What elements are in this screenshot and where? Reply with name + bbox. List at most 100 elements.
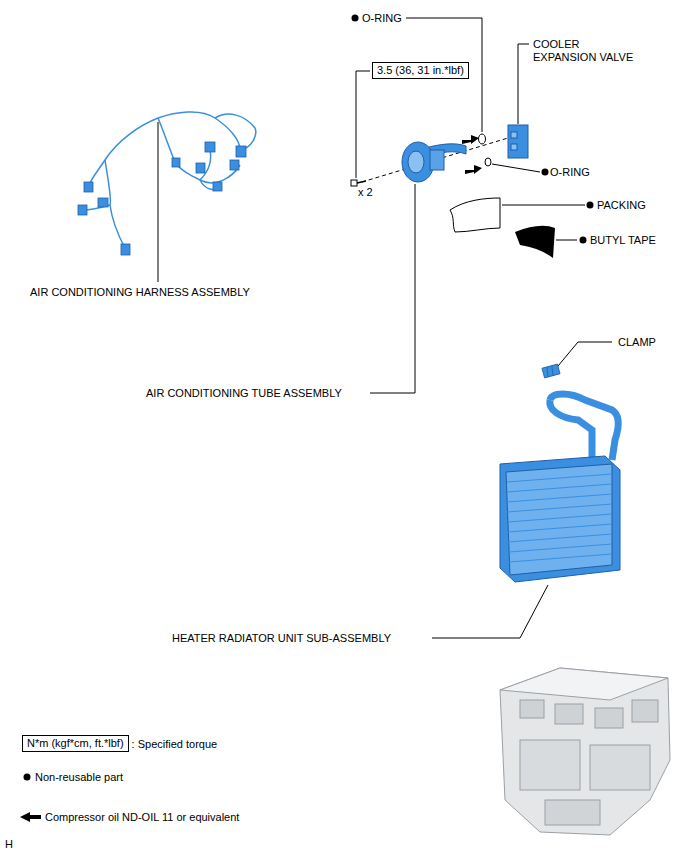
bolt-head: [351, 180, 357, 186]
hvac-unit: [500, 668, 670, 835]
valve-body: [508, 125, 528, 158]
radiator-fins: [507, 474, 612, 562]
clamp-body: [542, 364, 560, 378]
unit-top: [500, 668, 668, 700]
harness-wire: [158, 112, 240, 150]
harness-wire: [88, 118, 158, 188]
valve-port: [511, 132, 517, 138]
leader-lines: [158, 18, 612, 638]
connector: [84, 182, 93, 192]
packing-shape: [450, 198, 500, 232]
connector: [78, 205, 87, 215]
radiator-pipe: [550, 400, 592, 460]
unit-panel: [545, 800, 600, 825]
fin: [507, 494, 612, 502]
part-label: AIR CONDITIONING TUBE ASSEMBLY: [146, 387, 342, 400]
non-reusable-dot: [580, 237, 587, 244]
harness-connectors: [78, 142, 246, 255]
unit-vent: [520, 700, 544, 718]
leader-line: [356, 71, 370, 178]
radiator-core: [500, 456, 620, 582]
leader-line: [558, 342, 612, 366]
box-text: 3.5 (36, 31 in.*lbf): [377, 64, 464, 77]
legend-dot-sample: [24, 774, 31, 781]
clamp-rib: [547, 367, 548, 377]
non-reusable-dot: [352, 15, 359, 22]
heater-radiator: [500, 394, 620, 582]
connector: [230, 160, 239, 170]
part-label: O-RING: [362, 12, 402, 25]
connector: [172, 158, 180, 167]
butyl-tape-shape: [515, 226, 555, 258]
non-reusable-dot: [587, 202, 594, 209]
tube-flange: [402, 142, 434, 182]
part-label: H: [5, 838, 13, 851]
o-ring: [485, 158, 491, 166]
bolt: [351, 180, 366, 186]
fin: [508, 514, 612, 522]
connector: [236, 146, 246, 157]
legend-arrow-sample: [20, 812, 41, 822]
connector: [205, 142, 215, 152]
tube-block: [430, 150, 444, 170]
unit-vent: [595, 708, 623, 728]
legend-text: Compressor oil ND-OIL 11 or equivalent: [45, 811, 239, 824]
part-label: CLAMP: [618, 336, 656, 349]
fin: [509, 554, 612, 562]
clamp: [542, 364, 560, 378]
radiator-pipe: [550, 394, 618, 460]
o-ring: [479, 134, 486, 144]
part-label: BUTYL TAPE: [590, 234, 656, 247]
bolt-shank: [357, 181, 366, 183]
fin: [509, 544, 612, 552]
unit-vent: [632, 700, 658, 722]
harness-drawing: [82, 112, 256, 248]
harness-wire: [158, 118, 200, 180]
clamp-rib: [552, 366, 553, 376]
fin: [507, 504, 612, 512]
leader-line: [502, 205, 585, 206]
leader-line: [556, 240, 577, 241]
part-label: HEATER RADIATOR UNIT SUB-ASSEMBLY: [172, 632, 391, 645]
harness-wire: [215, 114, 256, 150]
valve-port: [511, 144, 517, 150]
spec-box: 3.5 (36, 31 in.*lbf): [372, 62, 469, 79]
part-label: x 2: [358, 186, 373, 199]
unit-panel: [590, 745, 650, 790]
leader-line: [518, 44, 529, 124]
fin: [507, 484, 612, 492]
connector: [121, 244, 130, 255]
leader-line: [158, 122, 159, 282]
unit-body: [500, 668, 670, 835]
legend-text: : Specified torque: [132, 738, 218, 751]
oil-arrow: [465, 165, 482, 174]
fin: [508, 524, 612, 532]
legend-text: Non-reusable part: [35, 771, 123, 784]
tube-assembly: [402, 142, 466, 182]
unit-vent: [555, 704, 583, 724]
expansion-valve: [508, 125, 528, 158]
connector: [196, 163, 205, 173]
part-label: O-RING: [550, 166, 590, 179]
unit-panel: [520, 740, 580, 790]
tube-flange-inner: [408, 151, 424, 173]
box-text: N*m (kgf*cm, ft.*lbf): [27, 737, 124, 750]
axis-dashed-line: [362, 138, 508, 182]
fin: [507, 474, 612, 482]
non-reusable-dot: [542, 169, 549, 176]
part-label: AIR CONDITIONING HARNESS ASSEMBLY: [30, 286, 250, 299]
leader-line: [432, 585, 548, 638]
leader-line: [492, 164, 540, 172]
part-label: COOLER EXPANSION VALVE: [533, 38, 645, 64]
oil-arrow: [462, 135, 479, 144]
connector: [213, 182, 222, 191]
fin: [508, 534, 612, 542]
part-label: PACKING: [597, 199, 646, 212]
leader-line: [370, 184, 415, 393]
connector: [98, 198, 108, 207]
radiator-face: [506, 464, 612, 575]
